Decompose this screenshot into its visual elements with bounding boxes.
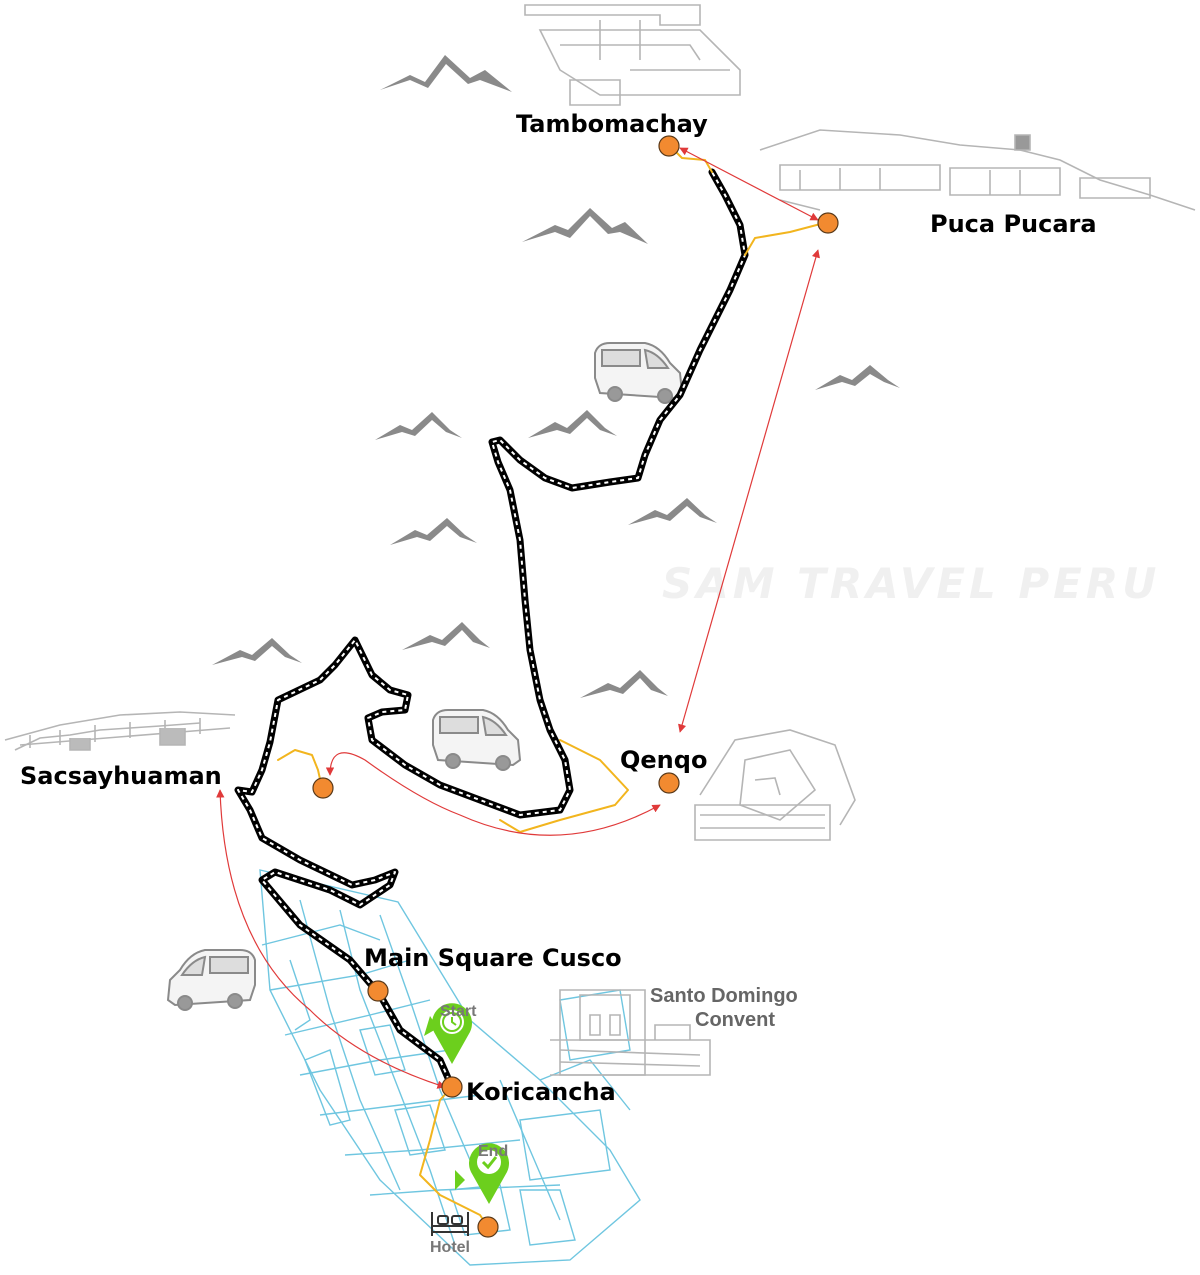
mountain-icon — [580, 670, 668, 698]
tambomachay-ruins-sketch — [524, 4, 741, 106]
place-label-sacsayhuaman: Sacsayhuaman — [20, 762, 222, 790]
van-icon — [432, 709, 522, 771]
check-pin-icon[interactable] — [455, 1143, 509, 1204]
poi-marker-main-square[interactable] — [367, 980, 389, 1002]
mountain-icon — [390, 518, 477, 545]
poi-marker-qenqo[interactable] — [658, 772, 680, 794]
santo-domingo-convent-sketch — [550, 989, 711, 1076]
walking-paths — [277, 147, 829, 1228]
end-label: End — [478, 1143, 508, 1160]
start-label: Start — [440, 1003, 477, 1020]
mountain-icon — [815, 365, 900, 390]
watermark: SAM TRAVEL PERU — [662, 559, 1160, 608]
poi-marker-sacsayhuaman[interactable] — [312, 777, 334, 799]
place-label-qenqo: Qenqo — [620, 746, 707, 774]
mountain-icon — [380, 55, 512, 92]
sacsayhuaman-walls-sketch — [4, 711, 236, 751]
mountain-icon — [402, 622, 490, 650]
mountain-icon — [212, 638, 302, 665]
qenqo-rock-sketch — [694, 729, 856, 841]
puca-pucara-ruins-sketch — [759, 129, 1196, 211]
van-icon — [594, 342, 684, 404]
bed-icon — [431, 1212, 469, 1236]
poi-marker-tambomachay[interactable] — [658, 135, 680, 157]
van-icon — [166, 949, 256, 1011]
city-street-grid — [259, 869, 641, 1266]
place-label-main-square: Main Square Cusco — [364, 944, 622, 972]
place-label-tambomachay: Tambomachay — [516, 110, 708, 138]
place-label-santo-domingo-line1: Santo Domingo — [650, 985, 798, 1007]
mountain-icon — [528, 410, 617, 438]
mountain-icon — [628, 498, 717, 525]
place-label-santo-domingo-line2: Convent — [695, 1009, 775, 1031]
clock-pin-icon[interactable] — [424, 1003, 472, 1064]
mountain-icon — [522, 208, 648, 244]
connection-arrows — [216, 147, 820, 1089]
poi-marker-koricancha[interactable] — [441, 1076, 463, 1098]
place-label-koricancha: Koricancha — [466, 1078, 616, 1106]
poi-marker-puca-pucara[interactable] — [817, 212, 839, 234]
place-label-puca-pucara: Puca Pucara — [930, 210, 1097, 238]
mountain-icon — [375, 412, 462, 440]
hotel-label: Hotel — [430, 1239, 470, 1256]
poi-marker-hotel[interactable] — [477, 1216, 499, 1238]
mountain-icons — [212, 55, 900, 698]
poi-markers — [312, 135, 839, 1238]
